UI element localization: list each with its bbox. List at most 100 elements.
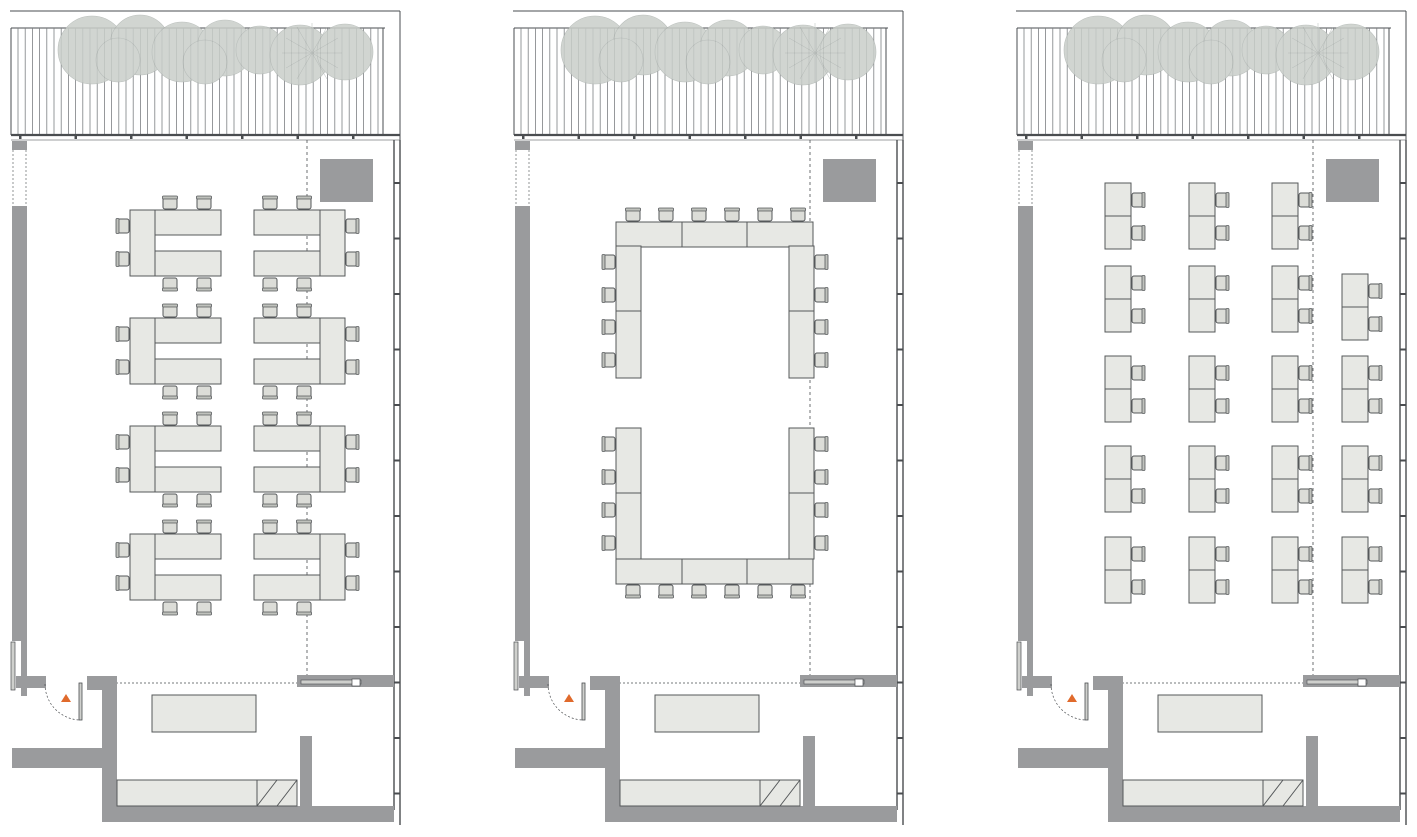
table [253, 250, 322, 277]
chair-icon [814, 436, 829, 452]
chair-icon [196, 303, 212, 318]
chair-icon [601, 352, 616, 368]
chair-icon [162, 277, 178, 292]
chair-icon [296, 303, 312, 318]
desk-pair [1104, 355, 1146, 423]
table [1104, 536, 1132, 571]
table [1341, 445, 1369, 480]
chair-icon [1368, 398, 1383, 414]
chair-icon [262, 493, 278, 508]
reception-desk [151, 694, 257, 733]
table-cluster [253, 411, 360, 508]
plan-1-clusters-furniture [115, 195, 360, 616]
chair-icon [296, 385, 312, 400]
chair-icon [262, 303, 278, 318]
chair-icon [1215, 455, 1230, 471]
warning-triangle-icon [564, 694, 574, 702]
table [1188, 298, 1216, 333]
table [615, 221, 684, 248]
table [1271, 569, 1299, 604]
table [153, 574, 222, 601]
desk-pair [1188, 445, 1230, 513]
chair-icon [1298, 192, 1313, 208]
chair-icon [1298, 488, 1313, 504]
chair-icon [1368, 455, 1383, 471]
table [1341, 569, 1369, 604]
chair-icon [658, 207, 674, 222]
chair-icon [162, 195, 178, 210]
u-shape-bottom [601, 427, 829, 599]
chair-icon [1298, 455, 1313, 471]
chair-icon [296, 195, 312, 210]
exterior-wall-right [896, 140, 904, 825]
chair-icon [1368, 488, 1383, 504]
chair-icon [601, 254, 616, 270]
desk-pair [1188, 355, 1230, 423]
chair-icon [345, 359, 360, 375]
table [1271, 355, 1299, 390]
chair-icon [814, 535, 829, 551]
table-cluster [115, 519, 222, 616]
chair-icon [196, 277, 212, 292]
chair-icon [345, 467, 360, 483]
table [1188, 445, 1216, 480]
chair-icon [601, 319, 616, 335]
table [1104, 215, 1132, 250]
chair-icon [1131, 225, 1146, 241]
table [153, 209, 222, 236]
table [746, 558, 814, 585]
table [129, 533, 156, 601]
table [1104, 355, 1132, 390]
chair-icon [1215, 398, 1230, 414]
table [1341, 536, 1369, 571]
chair-icon [601, 287, 616, 303]
desk-pair [1188, 265, 1230, 333]
table [788, 492, 815, 560]
table [788, 245, 815, 313]
facade-edge [1017, 133, 1406, 141]
chair-icon [625, 584, 641, 599]
chair-icon [115, 434, 130, 450]
table [788, 427, 815, 495]
table [1188, 536, 1216, 571]
table [153, 425, 222, 452]
table [1341, 306, 1369, 341]
table [1271, 298, 1299, 333]
chair-icon [601, 535, 616, 551]
chair-icon [162, 519, 178, 534]
service-counter [1122, 779, 1304, 807]
chair-icon [1368, 283, 1383, 299]
chair-icon [262, 277, 278, 292]
table [1188, 215, 1216, 250]
table [1188, 355, 1216, 390]
desk-pair [1271, 536, 1313, 604]
table [1188, 478, 1216, 513]
chair-icon [1368, 546, 1383, 562]
interior-wall-left [10, 141, 46, 696]
table [153, 466, 222, 493]
chair-icon [814, 254, 829, 270]
door-swing-icon [547, 682, 586, 721]
chair-icon [262, 411, 278, 426]
interior-wall-left [1016, 141, 1052, 696]
chair-icon [1215, 275, 1230, 291]
table [615, 427, 642, 495]
chair-icon [296, 493, 312, 508]
chair-icon [345, 434, 360, 450]
chair-icon [1131, 398, 1146, 414]
service-area-walls [12, 675, 395, 822]
plan-3-classroom [1016, 10, 1407, 825]
chair-icon [658, 584, 674, 599]
desk-pair [1188, 182, 1230, 250]
service-area-walls [1018, 675, 1401, 822]
chair-icon [296, 277, 312, 292]
chair-icon [115, 359, 130, 375]
table [1104, 388, 1132, 423]
table [129, 425, 156, 493]
table [1271, 445, 1299, 480]
exterior-wall-right [393, 140, 401, 825]
chair-icon [1215, 546, 1230, 562]
reception-desk [654, 694, 760, 733]
